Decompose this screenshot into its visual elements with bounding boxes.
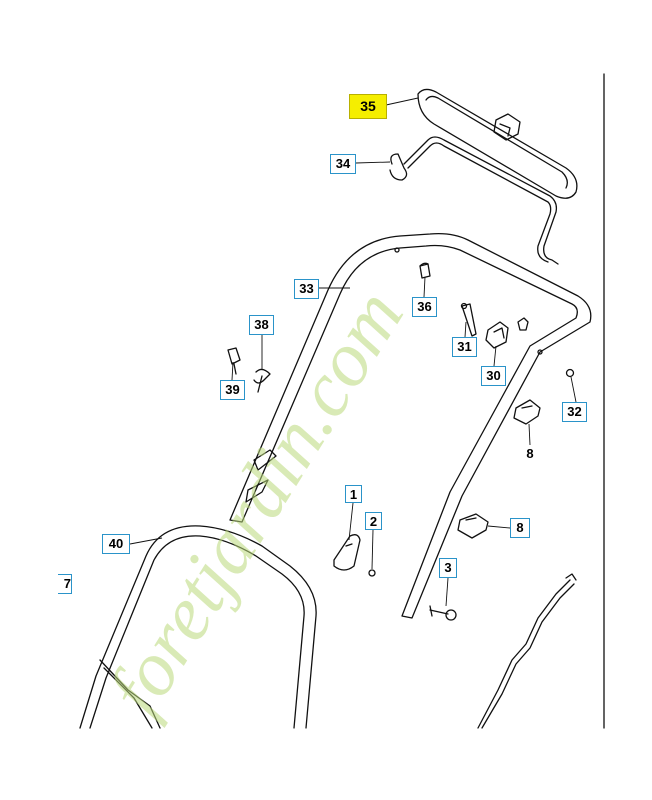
part-34-bail — [389, 136, 559, 265]
callout-7-partial[interactable]: 7 — [58, 574, 72, 594]
part-1-knob — [333, 534, 361, 571]
callout-33[interactable]: 33 — [294, 279, 319, 299]
part-32-nut — [565, 368, 575, 378]
callout-38[interactable]: 38 — [249, 315, 274, 335]
part-3-bolt — [429, 605, 457, 621]
part-8-clip-upper — [513, 399, 541, 425]
callout-8-lower[interactable]: 8 — [510, 518, 530, 538]
callout-36[interactable]: 36 — [412, 297, 437, 317]
callout-34[interactable]: 34 — [330, 154, 356, 174]
callout-31[interactable]: 31 — [452, 337, 477, 357]
part-2-washer — [368, 569, 376, 577]
callout-2[interactable]: 2 — [365, 512, 382, 530]
part-39-bolt — [227, 347, 241, 375]
part-36-bushing — [419, 262, 431, 279]
callout-30[interactable]: 30 — [481, 366, 506, 386]
callout-39[interactable]: 39 — [220, 380, 245, 400]
part-8-clip-lower — [457, 513, 489, 539]
callout-40[interactable]: 40 — [102, 534, 130, 554]
callout-3[interactable]: 3 — [439, 558, 457, 578]
part-31-screw — [460, 302, 477, 337]
callout-32[interactable]: 32 — [562, 402, 587, 422]
part-40-lower-handle — [79, 525, 317, 729]
callout-8-upper[interactable]: 8 — [526, 446, 534, 461]
callout-1[interactable]: 1 — [345, 485, 362, 503]
part-30-clip — [485, 317, 529, 349]
part-35-grip-handle — [417, 88, 578, 199]
part-38-spring-clip — [253, 368, 271, 393]
throttle-cable — [477, 573, 577, 729]
part-33-upper-handle — [229, 232, 592, 619]
callout-35[interactable]: 35 — [349, 94, 387, 119]
